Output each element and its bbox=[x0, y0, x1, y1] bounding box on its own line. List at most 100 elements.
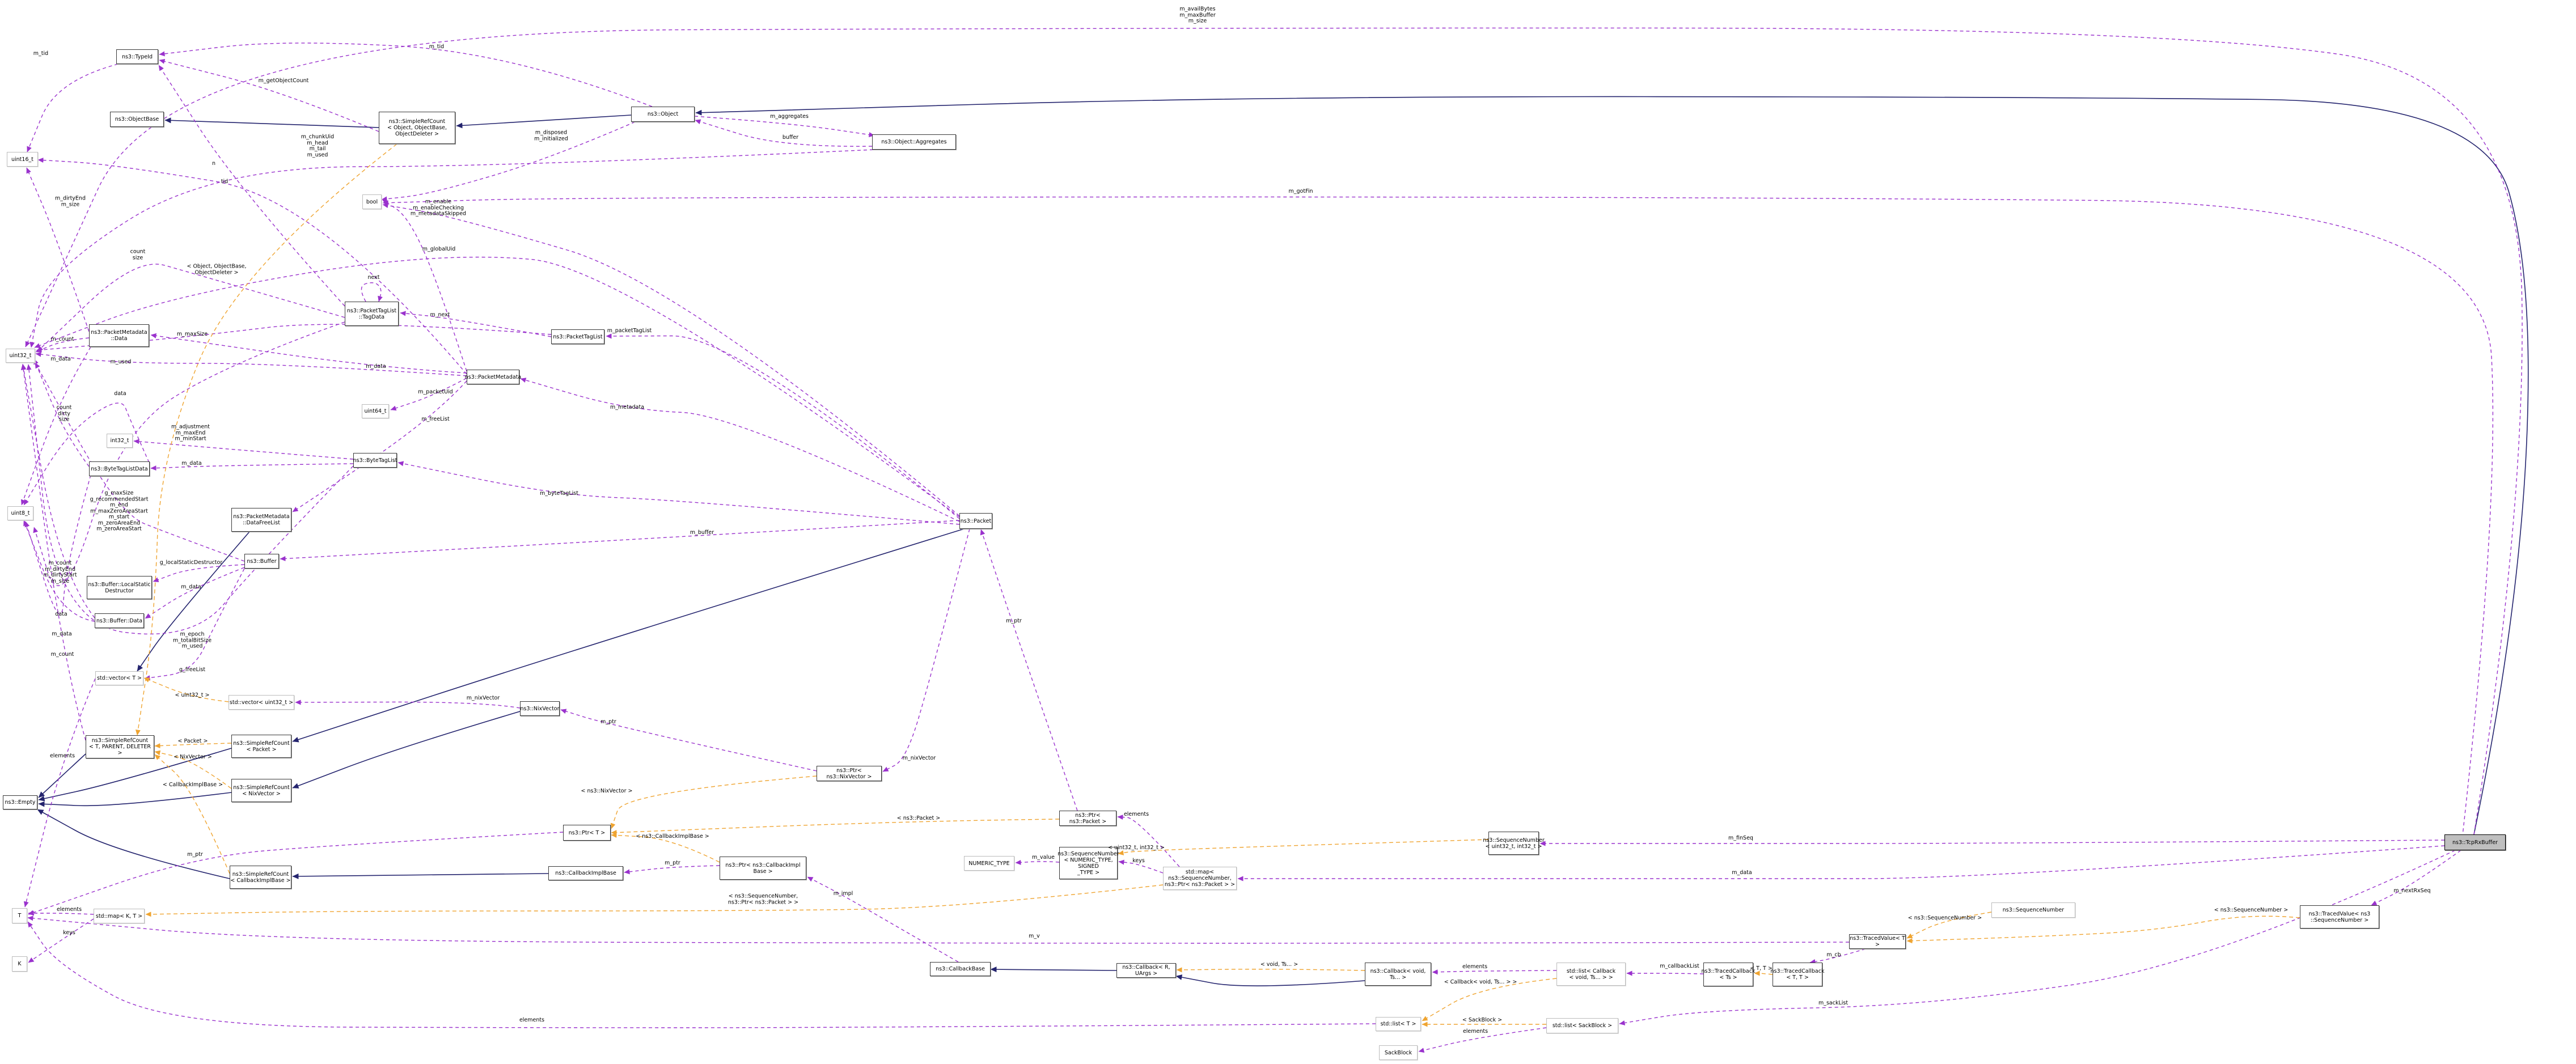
edge-s-8 bbox=[37, 809, 230, 879]
edge-o-85 bbox=[611, 819, 1060, 836]
edge-s-5 bbox=[292, 873, 549, 879]
node-tcb_tt[interactable]: ns3::TracedCallback < T, T > bbox=[1771, 963, 1824, 986]
node-pmdata[interactable]: ns3::PacketMetadata ::Data bbox=[89, 324, 149, 347]
node-tv_seq[interactable]: ns3::TracedValue< ns3 ::SequenceNumber > bbox=[2300, 905, 2379, 929]
node-ptr_packet[interactable]: ns3::Ptr< ns3::Packet > bbox=[1059, 811, 1116, 826]
edge-p-25 bbox=[37, 264, 345, 352]
edge-p-61 bbox=[1118, 859, 1164, 874]
edge-p-74 bbox=[28, 918, 94, 963]
node-src_cbib[interactable]: ns3::SimpleRefCount < CallbackImplBase > bbox=[230, 866, 291, 889]
edge-s-1 bbox=[456, 115, 632, 129]
node-seqnum_plain[interactable]: ns3::SequenceNumber bbox=[1991, 902, 2075, 918]
edge-o-80 bbox=[154, 743, 232, 749]
node-cb_r[interactable]: ns3::Callback< R, UArgs > bbox=[1116, 963, 1176, 978]
edge-o-90 bbox=[1422, 978, 1557, 1021]
edge-p-51 bbox=[144, 568, 245, 681]
node-ptr_cbib[interactable]: ns3::Ptr< ns3::CallbackImpl Base > bbox=[720, 857, 806, 880]
node-nixvector[interactable]: ns3::NixVector bbox=[520, 701, 560, 716]
node-map_seq[interactable]: std::map< ns3::SequenceNumber, ns3::Ptr<… bbox=[1163, 867, 1237, 890]
node-packet[interactable]: ns3::Packet bbox=[959, 513, 992, 529]
node-sackblock[interactable]: SackBlock bbox=[1379, 1045, 1418, 1060]
node-tcprx[interactable]: ns3::TcpRxBuffer bbox=[2444, 834, 2506, 850]
node-uint16[interactable]: uint16_t bbox=[7, 152, 38, 167]
node-uint32[interactable]: uint32_t bbox=[6, 349, 35, 363]
node-packetmetadata[interactable]: ns3::PacketMetadata bbox=[465, 370, 521, 384]
edge-o-92 bbox=[1754, 970, 1773, 976]
edge-p-37 bbox=[292, 380, 467, 512]
node-vector_t[interactable]: std::vector< T > bbox=[95, 671, 143, 685]
edge-s-4 bbox=[292, 711, 521, 789]
node-list_sack[interactable]: std::list< SackBlock > bbox=[1546, 1018, 1618, 1033]
node-cb_void[interactable]: ns3::Callback< void, Ts... > bbox=[1365, 963, 1431, 986]
node-k_box[interactable]: K bbox=[12, 956, 27, 972]
edge-p-13 bbox=[159, 43, 653, 107]
edge-p-64 bbox=[1237, 845, 2445, 881]
node-numeric[interactable]: NUMERIC_TYPE bbox=[964, 856, 1014, 871]
edge-o-86 bbox=[611, 833, 720, 863]
edge-p-43 bbox=[280, 520, 960, 561]
node-src_packet[interactable]: ns3::SimpleRefCount < Packet > bbox=[231, 735, 291, 758]
edge-o-93 bbox=[1906, 915, 2300, 944]
edge-p-65 bbox=[2371, 850, 2461, 906]
edge-o-81 bbox=[154, 750, 232, 789]
edge-p-71 bbox=[27, 921, 1376, 1028]
edge-o-82 bbox=[154, 754, 230, 874]
node-list_cb[interactable]: std::list< Callback < void, Ts... > > bbox=[1556, 963, 1626, 986]
node-object[interactable]: ns3::Object bbox=[631, 107, 695, 122]
node-bufferdata[interactable]: ns3::Buffer::Data bbox=[95, 613, 144, 628]
node-tagdata[interactable]: ns3::PacketTagList ::TagData bbox=[345, 302, 399, 326]
node-buffer[interactable]: ns3::Buffer bbox=[244, 554, 279, 569]
node-datafreelist[interactable]: ns3::PacketMetadata ::DataFreeList bbox=[231, 508, 291, 532]
node-map_kt[interactable]: std::map< K, T > bbox=[94, 909, 145, 923]
node-int32[interactable]: int32_t bbox=[107, 434, 133, 448]
node-src_nix[interactable]: ns3::SimpleRefCount < NixVector > bbox=[231, 779, 291, 802]
edge-p-27 bbox=[361, 282, 383, 302]
node-cbimplbase[interactable]: ns3::CallbackImplBase bbox=[548, 866, 623, 880]
node-ptr_t[interactable]: ns3::Ptr< T > bbox=[563, 825, 611, 841]
node-bytetaglist[interactable]: ns3::ByteTagList bbox=[353, 453, 397, 468]
edge-p-58 bbox=[624, 865, 720, 875]
node-tcb_ts[interactable]: ns3::TracedCallback < Ts > bbox=[1702, 963, 1755, 986]
edge-p-62 bbox=[1015, 859, 1060, 865]
edge-p-18 bbox=[694, 116, 875, 138]
edge-p-46 bbox=[145, 567, 245, 619]
node-empty[interactable]: ns3::Empty bbox=[3, 795, 37, 809]
node-packettaglist[interactable]: ns3::PacketTagList bbox=[551, 329, 604, 344]
edge-s-0 bbox=[164, 117, 379, 128]
edge-p-53 bbox=[295, 700, 521, 709]
node-t_box[interactable]: T bbox=[12, 908, 27, 923]
edge-p-60 bbox=[1117, 815, 1180, 867]
edge-o-94 bbox=[1906, 912, 1992, 939]
node-seqnum_t[interactable]: ns3::SequenceNumber < NUMERIC_TYPE, SIGN… bbox=[1058, 847, 1119, 879]
node-seqnum32[interactable]: ns3::SequenceNumber < uint32_t, int32_t … bbox=[1483, 832, 1545, 855]
node-src_obj[interactable]: ns3::SimpleRefCount < Object, ObjectBase… bbox=[379, 112, 455, 144]
node-uint64[interactable]: uint64_t bbox=[362, 404, 389, 418]
node-src_tpd[interactable]: ns3::SimpleRefCount < T, PARENT, DELETER… bbox=[86, 735, 154, 758]
edge-p-34 bbox=[23, 402, 150, 506]
edge-o-79 bbox=[135, 143, 397, 736]
node-localstatic[interactable]: ns3::Buffer::LocalStatic Destructor bbox=[87, 576, 152, 599]
edge-s-3 bbox=[292, 528, 965, 743]
node-uint8[interactable]: uint8_t bbox=[7, 506, 33, 520]
node-objectbase[interactable]: ns3::ObjectBase bbox=[110, 112, 164, 127]
node-ptr_nix[interactable]: ns3::Ptr< ns3::NixVector > bbox=[817, 766, 882, 781]
edge-o-89 bbox=[1176, 967, 1365, 973]
edge-p-59 bbox=[807, 876, 959, 963]
node-tv_t[interactable]: ns3::TracedValue< T > bbox=[1849, 934, 1906, 949]
edge-p-29 bbox=[36, 324, 552, 353]
edge-p-17 bbox=[381, 121, 636, 202]
node-list_t[interactable]: std::list< T > bbox=[1376, 1017, 1421, 1031]
edge-p-49 bbox=[33, 321, 345, 586]
edge-p-20 bbox=[25, 27, 2523, 835]
edge-p-23 bbox=[26, 167, 90, 332]
node-typeid[interactable]: ns3::TypeId bbox=[116, 49, 158, 64]
node-vector_u32[interactable]: std::vector< uint32_t > bbox=[229, 695, 294, 710]
node-bool[interactable]: bool bbox=[362, 194, 382, 209]
edge-p-72 bbox=[27, 915, 1850, 944]
node-callbackbase[interactable]: ns3::CallbackBase bbox=[930, 962, 991, 976]
edge-p-31 bbox=[20, 346, 91, 506]
edge-p-33 bbox=[150, 333, 467, 374]
node-btld[interactable]: ns3::ByteTagListData bbox=[89, 461, 150, 476]
node-aggregates[interactable]: ns3::Object::Aggregates bbox=[872, 134, 956, 150]
edge-p-21 bbox=[29, 149, 874, 348]
